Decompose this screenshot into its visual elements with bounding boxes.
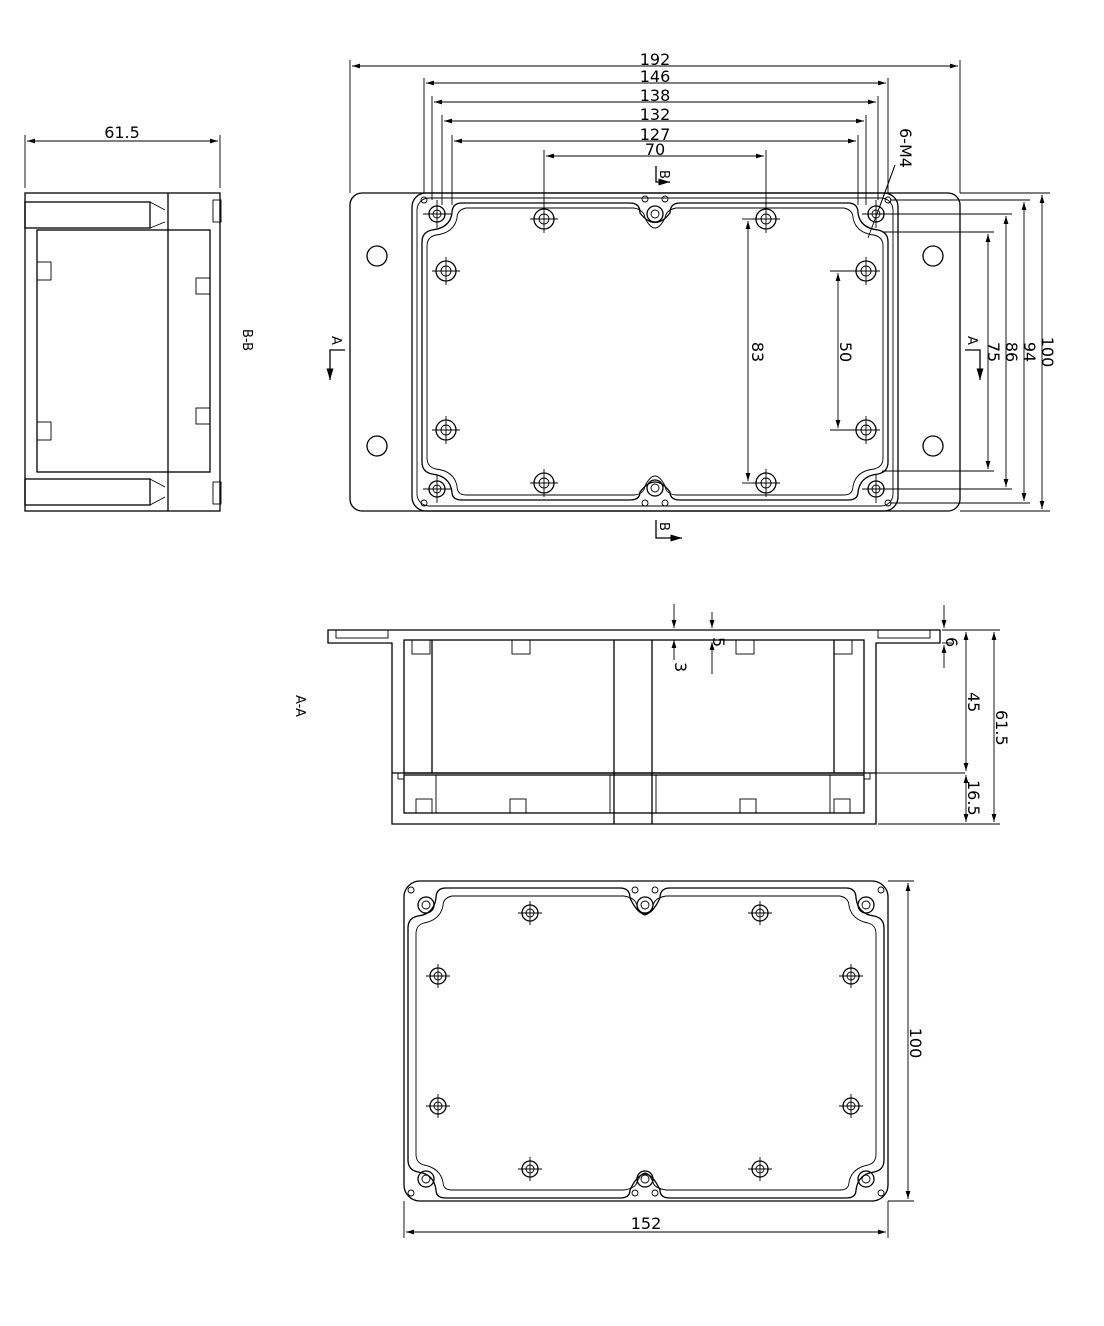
- dim-94: 94: [1020, 342, 1039, 362]
- dim-192: 192: [640, 50, 671, 69]
- dim-86: 86: [1002, 342, 1021, 362]
- dim-132: 132: [640, 105, 671, 124]
- bottom-dim-152: 152: [631, 1214, 662, 1233]
- dim-146: 146: [640, 67, 671, 86]
- section-mark-b-top: B: [656, 170, 671, 179]
- bb-outer-wall: [24, 192, 221, 512]
- section-mark-a-right: A: [964, 336, 979, 345]
- bottom-gasket-inner: [415, 895, 877, 1191]
- corner-hole-br: [862, 475, 890, 503]
- bottom-gasket-outer: [407, 887, 885, 1199]
- gasket-groove-outer: [421, 202, 889, 501]
- top-flange-outline: [349, 192, 961, 512]
- aa-dim-6: 6: [942, 637, 961, 647]
- flange-hole: [366, 435, 388, 457]
- flange-hole: [922, 245, 944, 267]
- aa-outer-shell: [327, 629, 941, 825]
- corner-hole-tr: [862, 200, 890, 228]
- flange-hole: [922, 435, 944, 457]
- dim-83: 83: [748, 342, 767, 362]
- bb-width-dim: 61.5: [104, 123, 140, 142]
- top-box-outline: [411, 192, 899, 512]
- section-mark-b-bottom: B: [656, 522, 671, 531]
- section-aa: A-A 6 5 3: [292, 604, 1011, 825]
- top-view: 192 146 138 132 127 70 6-M4 100 94 86 75: [326, 50, 1057, 542]
- section-mark-a-left: A: [328, 336, 343, 345]
- flange-hole: [366, 245, 388, 267]
- dim-70: 70: [645, 140, 665, 159]
- side-view-bb: 61.5 B-B: [24, 123, 254, 512]
- aa-section-label: A-A: [292, 695, 307, 717]
- aa-dim-61-5: 61.5: [992, 710, 1011, 746]
- thread-callout: 6-M4: [896, 128, 915, 168]
- dim-127: 127: [640, 125, 671, 144]
- corner-hole-tl: [423, 200, 451, 228]
- bottom-view: 100 152: [403, 880, 925, 1238]
- corner-hole-bl: [423, 475, 451, 503]
- dim-75: 75: [984, 342, 1003, 362]
- bb-section-label: B-B: [239, 329, 254, 351]
- gasket-groove-inner: [426, 207, 884, 496]
- bottom-dim-100: 100: [906, 1028, 925, 1059]
- bb-cavity: [36, 229, 211, 473]
- dim-138: 138: [640, 86, 671, 105]
- aa-dim-3: 3: [671, 662, 690, 672]
- aa-dim-16-5: 16.5: [964, 780, 983, 816]
- bottom-box-outline: [403, 880, 889, 1202]
- aa-dim-5: 5: [709, 637, 728, 647]
- dim-50: 50: [836, 342, 855, 362]
- aa-dim-45: 45: [964, 692, 983, 712]
- dim-100: 100: [1038, 337, 1057, 368]
